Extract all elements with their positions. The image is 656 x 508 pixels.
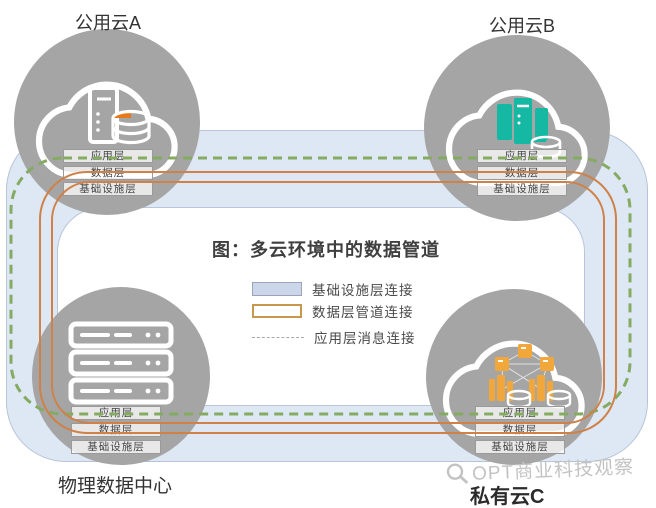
magnifier-logo-icon	[446, 462, 468, 484]
layer-box-app: 应用层	[63, 149, 153, 163]
legend-swatch-infrastructure	[252, 282, 302, 296]
layer-box-infra: 基础设施层	[475, 440, 565, 454]
layer-box-app: 应用层	[475, 406, 565, 420]
layer-box-app: 应用层	[477, 149, 567, 163]
watermark: OPT商业科技观察	[444, 452, 635, 487]
layer-box-data: 数据层	[477, 166, 567, 180]
layer-box-infra: 基础设施层	[71, 440, 161, 454]
layer-box-data: 数据层	[475, 423, 565, 437]
node-title-datacenter: 物理数据中心	[58, 476, 173, 497]
legend-label-data-pipeline: 数据层管道连接	[312, 305, 414, 320]
layer-box-infra: 基础设施层	[63, 182, 153, 196]
legend-swatch-app-message	[252, 336, 304, 338]
figure-title: 图：多云环境中的数据管道	[212, 240, 440, 260]
node-title-private-cloud-c: 私有云C	[470, 486, 545, 508]
legend: 基础设施层连接 数据层管道连接 应用层消息连接	[252, 278, 416, 348]
legend-row-data-pipeline: 数据层管道连接	[252, 300, 416, 322]
cloud-data-network-icon	[442, 340, 585, 438]
legend-swatch-data-pipeline	[252, 304, 302, 318]
node-title-public-cloud-b: 公用云B	[489, 16, 556, 36]
layer-box-infra: 基础设施层	[477, 182, 567, 196]
node-title-public-cloud-a: 公用云A	[75, 13, 142, 33]
layer-box-app: 应用层	[71, 406, 161, 420]
cloud-server-database-icon	[35, 81, 178, 179]
watermark-text: OPT商业科技观察	[471, 456, 635, 485]
layer-box-data: 数据层	[63, 166, 153, 180]
legend-label-app-message: 应用层消息连接	[314, 331, 416, 346]
legend-row-infrastructure: 基础设施层连接	[252, 278, 416, 300]
layer-box-data: 数据层	[71, 423, 161, 437]
legend-label-infrastructure: 基础设施层连接	[312, 283, 414, 298]
legend-row-app-message: 应用层消息连接	[252, 326, 416, 348]
